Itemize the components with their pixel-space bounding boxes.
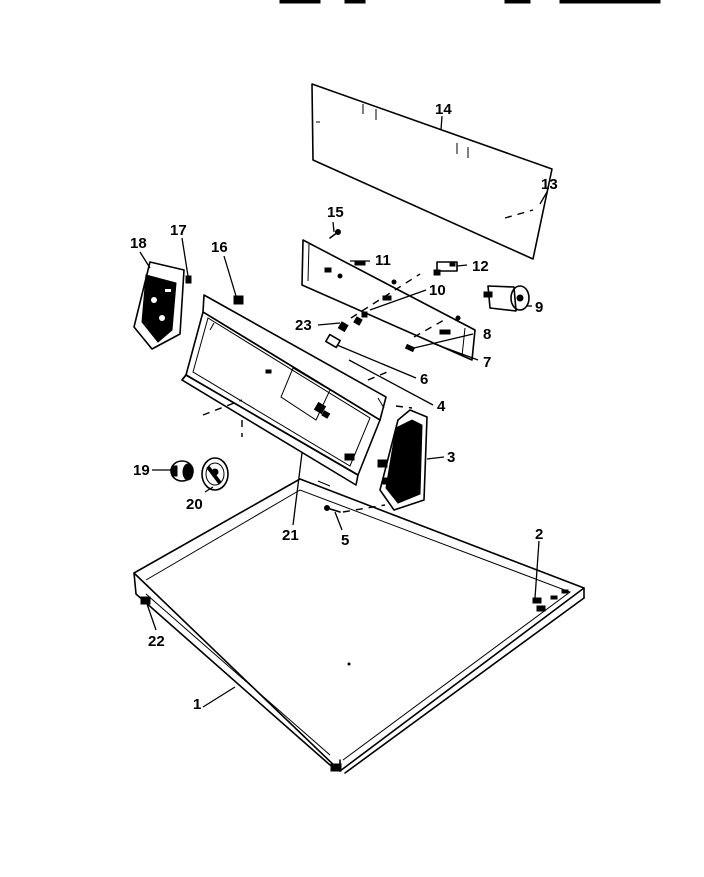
left-end-cap [133,261,185,350]
screw-5 [324,504,386,513]
callout-8: 8 [483,326,491,343]
callout-10: 10 [429,282,446,299]
back-panel [311,83,553,260]
knob-20 [201,457,229,491]
control-panel [181,294,413,486]
callout-20: 20 [186,496,203,513]
callout-23: 23 [295,317,312,334]
timer [483,285,530,312]
callout-11: 11 [375,252,391,269]
switch-12 [433,261,458,276]
callout-16: 16 [211,239,228,256]
callout-6: 6 [420,371,428,388]
callout-2: 2 [535,526,543,543]
small-hardware [325,273,445,353]
callout-13: 13 [541,176,558,193]
callout-12: 12 [472,258,489,275]
knob-19 [170,460,194,482]
callout-3: 3 [447,449,455,466]
screw-15 [329,229,341,239]
mounting-bracket [301,239,476,361]
callout-9: 9 [535,299,543,316]
clip-17 [185,275,192,284]
clip-16 [233,295,244,305]
callout-21: 21 [282,527,299,544]
callout-17: 17 [170,222,187,239]
callout-18: 18 [130,235,147,252]
callout-22: 22 [148,633,165,650]
callout-4: 4 [437,398,446,415]
callout-7: 7 [483,354,491,371]
callout-5: 5 [341,532,349,549]
top-cover [133,478,585,774]
callout-19: 19 [133,462,150,479]
foot-22 [140,596,342,772]
callout-1: 1 [193,696,201,713]
callout-14: 14 [435,101,452,118]
leader-lines [139,115,548,708]
callout-labels: 14 13 15 11 12 9 10 23 8 7 6 4 3 18 17 1… [130,101,558,713]
right-end-cap [377,409,428,511]
callout-15: 15 [327,204,344,221]
scan-edge-marks [279,0,661,4]
